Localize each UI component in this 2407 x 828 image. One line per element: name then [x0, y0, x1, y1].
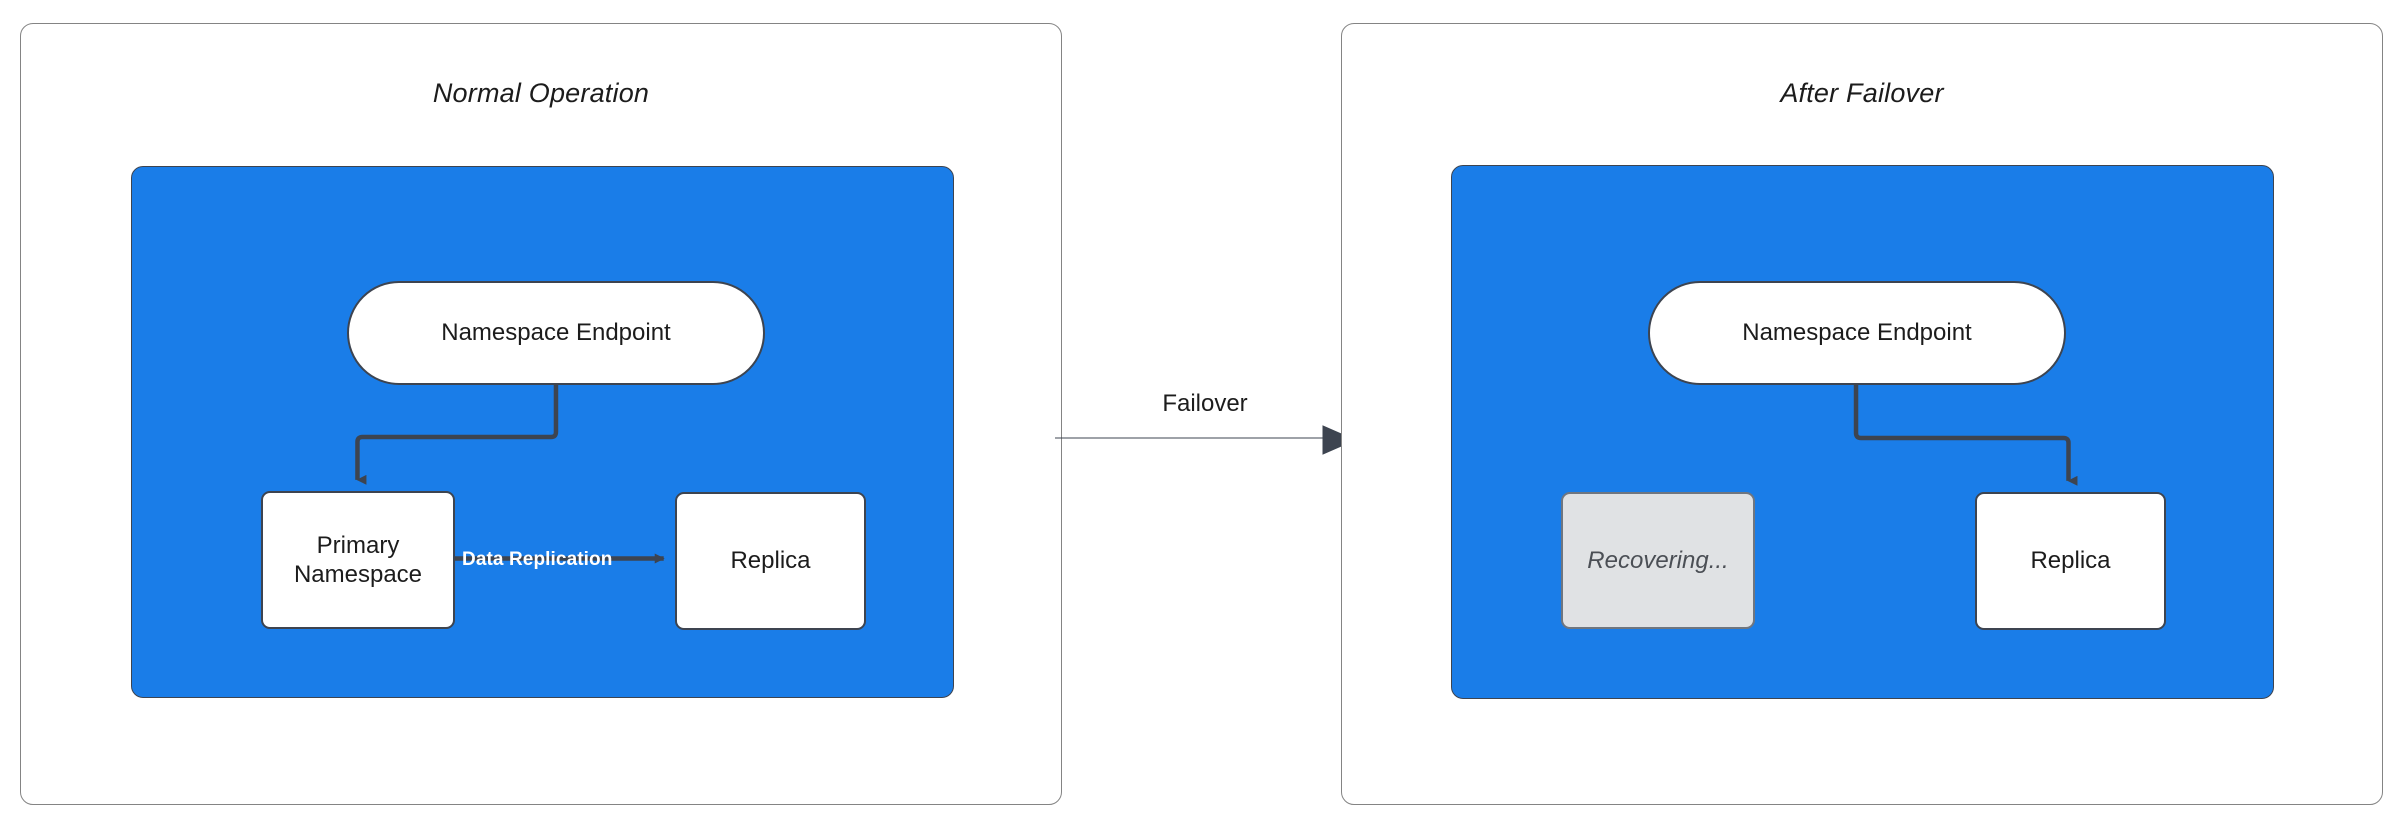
failover-arrow-icon: [1055, 425, 1357, 455]
edge-endpoint-to-primary: [355, 384, 559, 485]
edge-label-data-replication: Data Replication: [462, 549, 613, 570]
panel-normal-operation: Normal Operation Namespace Endpoint: [20, 23, 1062, 805]
region-normal-operation: Namespace Endpoint Primary Namespace Rep…: [131, 166, 954, 698]
node-primary-namespace[interactable]: Primary Namespace: [261, 491, 455, 629]
node-recovering[interactable]: Recovering...: [1561, 492, 1755, 629]
node-primary-namespace-text: Primary Namespace: [294, 531, 422, 590]
node-replica[interactable]: Replica: [675, 492, 866, 630]
panel-after-failover: After Failover Namespace Endpoint Recove…: [1341, 23, 2383, 805]
panel-title-after-failover: After Failover: [1780, 78, 1944, 108]
node-primary-line2: Namespace: [293, 561, 423, 588]
node-primary-line1: Primary: [316, 531, 400, 559]
failover-label: Failover: [1162, 390, 1248, 417]
edge-endpoint-to-replica: [1853, 384, 2078, 486]
failover-transition: Failover: [1055, 390, 1357, 490]
region-after-failover: Namespace Endpoint Recovering... Replica: [1451, 165, 2274, 699]
node-replica[interactable]: Replica: [1975, 492, 2166, 630]
node-namespace-endpoint[interactable]: Namespace Endpoint: [1648, 281, 2066, 385]
node-namespace-endpoint[interactable]: Namespace Endpoint: [347, 281, 765, 385]
panel-title-normal-operation: Normal Operation: [432, 78, 650, 108]
